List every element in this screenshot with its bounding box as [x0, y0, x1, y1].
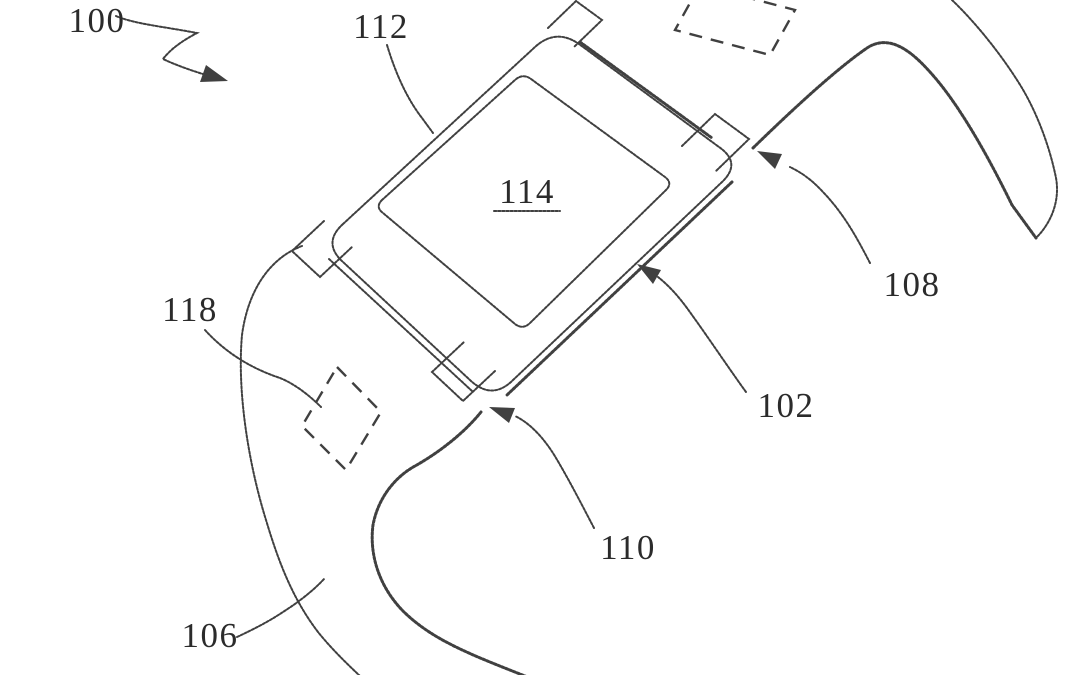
leader-100 — [115, 15, 207, 76]
label-114: 114 — [499, 172, 555, 211]
right-band-outer-edge — [751, 41, 1038, 240]
leader-110 — [514, 415, 595, 529]
lug-left — [290, 220, 353, 279]
lug-right — [681, 112, 751, 172]
label-106: 106 — [182, 616, 239, 655]
arrowhead-102 — [637, 264, 661, 284]
display-outline — [377, 75, 671, 328]
watch-body-outline — [331, 35, 733, 392]
watch-body-side-depth-left — [328, 258, 473, 392]
arrowhead-110 — [489, 407, 515, 423]
leader-106 — [236, 577, 326, 638]
leader-108 — [789, 166, 871, 264]
label-100: 100 — [69, 1, 126, 40]
label-112: 112 — [353, 7, 409, 46]
right-band-hidden-component — [673, 0, 797, 57]
label-118: 118 — [162, 290, 218, 329]
label-110: 110 — [600, 528, 656, 567]
leader-118 — [204, 329, 322, 408]
leader-112 — [386, 44, 434, 134]
left-band-outer-edge — [239, 245, 361, 675]
label-102: 102 — [758, 386, 815, 425]
arrowhead-108 — [757, 151, 782, 169]
lug-top — [547, 0, 604, 48]
label-108: 108 — [884, 265, 941, 304]
watch-body-side-depth-right — [505, 180, 734, 397]
left-band-hidden-component — [300, 365, 383, 472]
right-band-inner-edge — [951, 0, 1058, 239]
arrowhead-100 — [200, 65, 228, 82]
lug-bottom — [430, 341, 496, 403]
leader-102 — [657, 276, 747, 393]
watch-body-endcap-top — [578, 40, 714, 140]
left-band-inner-edge — [370, 410, 527, 675]
